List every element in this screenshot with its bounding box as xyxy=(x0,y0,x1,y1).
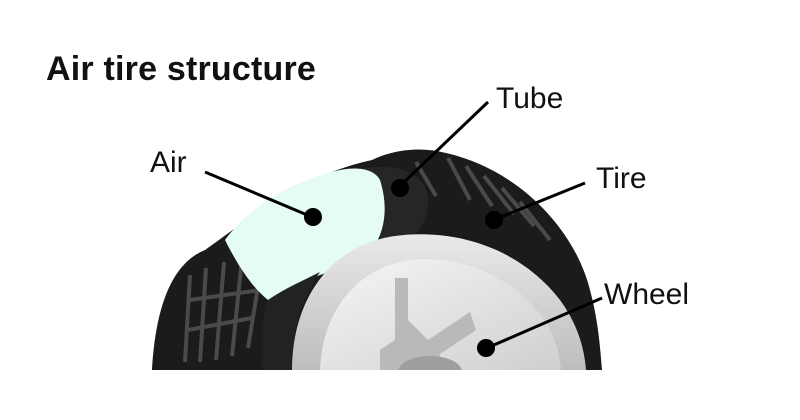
label-tube: Tube xyxy=(496,82,564,115)
label-wheel: Wheel xyxy=(604,278,690,311)
tube-leader-line xyxy=(398,100,490,188)
wheel-spoke-cutout xyxy=(380,278,476,370)
wheel-leader-line xyxy=(486,296,603,350)
air-region xyxy=(225,168,385,302)
sidewall-inner xyxy=(262,272,320,370)
air-dot xyxy=(304,208,322,226)
tube-dot xyxy=(391,179,409,197)
diagram-title: Air tire structure xyxy=(46,50,317,88)
wheel-hub xyxy=(398,356,462,370)
leaders xyxy=(204,100,603,357)
wheel-dot xyxy=(477,339,495,357)
tire-leader-line xyxy=(495,181,586,221)
tire-dot xyxy=(485,211,503,229)
label-tire: Tire xyxy=(596,162,647,195)
air-leader-line xyxy=(204,170,313,219)
label-air: Air xyxy=(150,146,187,179)
